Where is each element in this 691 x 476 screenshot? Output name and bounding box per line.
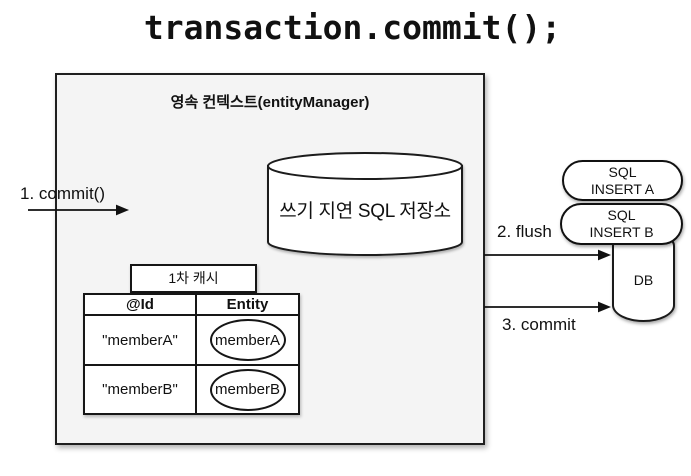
db-label: DB xyxy=(633,272,654,288)
persistence-context-label: 영속 컨텍스트(entityManager) xyxy=(170,94,370,111)
cache-cell-entity-memberA: memberA xyxy=(197,316,298,366)
cache-cell-entity-memberB: memberB xyxy=(197,366,298,413)
commit-db-arrow xyxy=(484,301,611,313)
flow-step3-label: 3. commit xyxy=(502,315,576,334)
first-level-cache-table: @Id Entity "memberA" memberA "memberB" m… xyxy=(83,293,300,415)
flow-step1-label: 1. commit() xyxy=(20,184,105,203)
sql-insert-a-line2: INSERT A xyxy=(590,180,655,197)
flush-arrow xyxy=(484,249,611,261)
sql-insert-b-line2: INSERT B xyxy=(589,224,654,240)
page-title: transaction.commit(); xyxy=(143,8,562,47)
entity-ellipse-memberA: memberA xyxy=(209,319,286,361)
db-cylinder: DB xyxy=(612,238,675,322)
cache-cell-id-memberB: "memberB" xyxy=(85,366,197,413)
entity-ellipse-memberB: memberB xyxy=(209,368,286,411)
first-level-cache-label: 1차 캐시 xyxy=(130,264,257,293)
sql-insert-a-line1: SQL xyxy=(608,163,637,180)
sql-insert-a-pill: SQL INSERT A xyxy=(562,160,683,201)
cache-column-header-id: @Id xyxy=(85,295,197,316)
cache-cell-id-memberA: "memberA" xyxy=(85,316,197,366)
flow-step2-label: 2. flush xyxy=(497,222,552,241)
sql-insert-b-pill: SQL INSERT B xyxy=(560,203,683,245)
sql-insert-b-line1: SQL xyxy=(607,207,636,223)
sql-store-label: 쓰기 지연 SQL 저장소 xyxy=(279,201,451,222)
cache-column-header-entity: Entity xyxy=(197,295,298,316)
